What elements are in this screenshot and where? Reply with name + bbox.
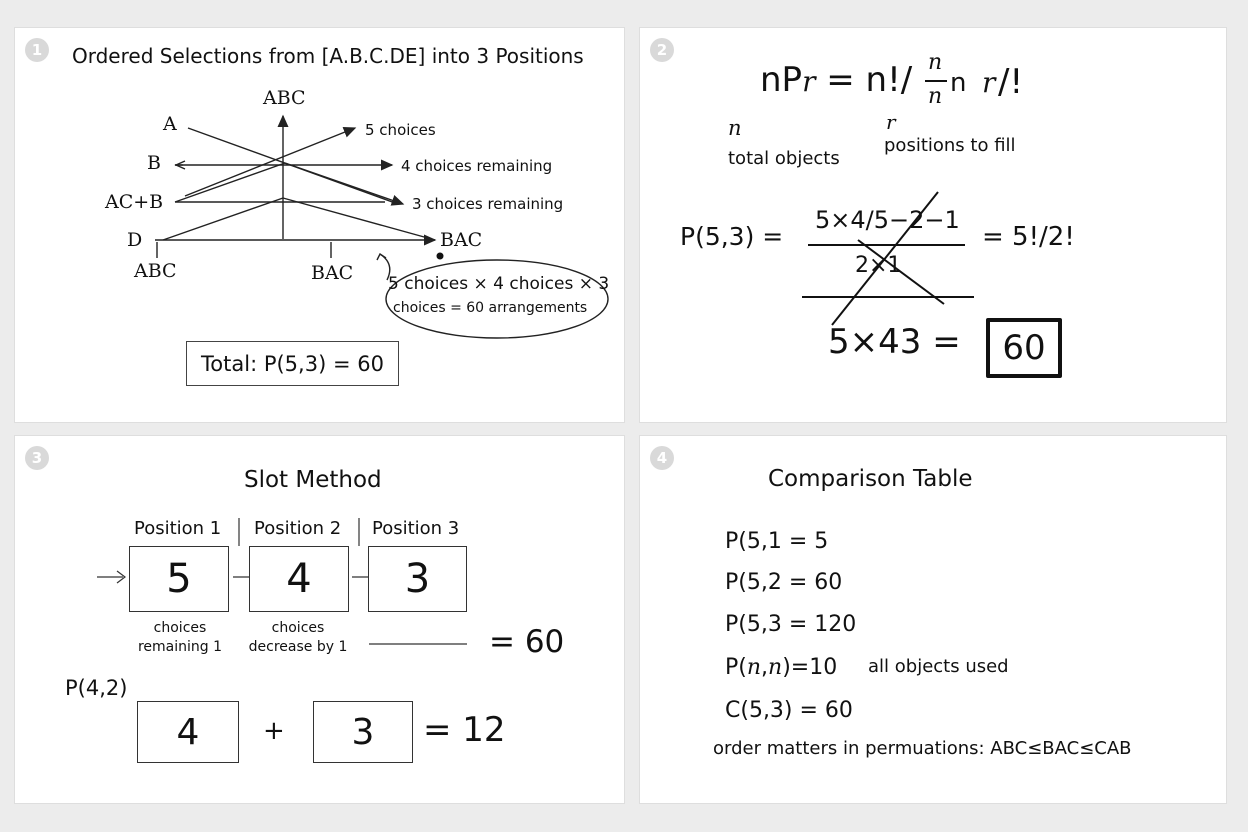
label-abc-top: ABC: [263, 87, 306, 109]
label-abc-bottom: ABC: [134, 260, 177, 282]
line-3-choices: [284, 162, 405, 206]
permutation-formula: nPr = n!/: [760, 60, 912, 102]
position-3-label: Position 3: [372, 518, 460, 539]
caption-1-line-2: remaining 1: [137, 639, 223, 655]
panel-comparison-table: 4 Comparison Table P(5,1 = 5 P(5,2 = 60 …: [640, 436, 1226, 803]
callout-pointer-head: [376, 252, 387, 261]
strike-line-1: [831, 191, 939, 326]
frac-bottom: n: [928, 84, 943, 109]
formula-np: nP: [760, 60, 803, 100]
caption-2: choices decrease by 1: [246, 619, 350, 657]
tree-diagram: [155, 114, 609, 339]
panel-title: Slot Method: [244, 467, 382, 493]
pnn-note: all objects used: [868, 656, 1009, 677]
label-bac-bottom: BAC: [311, 262, 354, 284]
line-d-up: [162, 197, 284, 241]
frac-top: n: [928, 50, 943, 75]
label-r-var: r: [886, 110, 896, 134]
slot-1: 5: [129, 546, 229, 612]
panel-ordered-selections: 1 Ordered Selections from [A.B.C.DE] int…: [15, 28, 624, 422]
label-acb: AC+B: [105, 191, 164, 213]
panel-number: 4: [650, 446, 674, 470]
b-arrowhead: [174, 160, 186, 170]
formula-n: n: [950, 68, 967, 98]
plus-sign: +: [263, 716, 285, 746]
numerator: 5×4/5−2−1: [815, 206, 960, 234]
p53-label: P(5,3) =: [680, 222, 784, 251]
frac-bar: [925, 80, 947, 82]
label-n-var: n: [728, 116, 742, 140]
formula-r-sub: r: [802, 65, 816, 98]
panel-formula: 2 nPr = n!/ n n n r /! n total objects r…: [640, 28, 1226, 422]
formula-end: /!: [998, 62, 1024, 102]
callout-line-1: 5 choices × 4 choices × 3: [388, 274, 610, 294]
caption-2-line-2: decrease by 1: [248, 639, 348, 655]
callout-dot: [436, 252, 444, 260]
equals-60: = 60: [489, 624, 565, 660]
pnn-suffix: )=10: [782, 655, 838, 680]
line-5-choices: [184, 126, 357, 197]
panel-title: Ordered Selections from [A.B.C.DE] into …: [72, 44, 584, 68]
result-box: 60: [986, 318, 1062, 378]
row-p51: P(5,1 = 5: [725, 529, 829, 554]
label-a: A: [163, 113, 177, 135]
pnn-comma: ,: [761, 655, 769, 680]
panel-number: 3: [25, 446, 49, 470]
formula-mid: = n!/: [815, 60, 913, 100]
box-3: 3: [313, 701, 413, 763]
label-total-objects: total objects: [728, 148, 840, 169]
position-2-label: Position 2: [254, 518, 342, 539]
pnn-n2: n: [768, 655, 783, 680]
row-c53: C(5,3) = 60: [725, 698, 853, 723]
caption-1: choices remaining 1: [128, 619, 232, 657]
panel-title: Comparison Table: [768, 466, 973, 492]
label-4-choices: 4 choices remaining: [401, 157, 553, 175]
arrow-in-head: [116, 570, 126, 584]
row-p53: P(5,3 = 120: [725, 612, 857, 637]
panel-slot-method: 3 Slot Method Position 1 Position 2 Posi…: [15, 436, 624, 803]
rhs-factorial: = 5!/2!: [982, 222, 1075, 252]
slot-2: 4: [249, 546, 349, 612]
line-acb: [174, 162, 286, 203]
total-box: Total: P(5,3) = 60: [186, 341, 399, 386]
pnn-n1: n: [746, 655, 762, 680]
product: 5×43 =: [828, 322, 961, 362]
callout-bubble: [385, 259, 609, 339]
line-d-cross: [282, 197, 436, 241]
pnn-prefix: P(: [725, 655, 747, 680]
label-d: D: [127, 229, 143, 251]
caption-1-line-1: choices: [153, 620, 207, 636]
strike-line-2: [857, 239, 945, 305]
panel-number: 2: [650, 38, 674, 62]
row-p52: P(5,2 = 60: [725, 570, 843, 595]
slot-3: 3: [368, 546, 467, 612]
position-1-label: Position 1: [134, 518, 222, 539]
order-note: order matters in permuations: ABC≤BAC≤CA…: [713, 738, 1132, 759]
box-4: 4: [137, 701, 239, 763]
label-5-choices: 5 choices: [365, 121, 436, 139]
callout-line-2: choices = 60 arrangements: [393, 300, 588, 316]
caption-2-line-1: choices: [271, 620, 325, 636]
formula-r2: r: [982, 66, 996, 99]
panel-number: 1: [25, 38, 49, 62]
equals-12: = 12: [423, 710, 506, 750]
fraction-strikeout: [802, 191, 974, 326]
row-pnn: P(n,n)=10: [725, 655, 837, 680]
label-positions: positions to fill: [884, 135, 1016, 156]
label-3-choices: 3 choices remaining: [412, 195, 564, 213]
label-bac-right: BAC: [440, 229, 483, 251]
p42-label: P(4,2): [65, 676, 128, 700]
label-b: B: [147, 152, 161, 174]
